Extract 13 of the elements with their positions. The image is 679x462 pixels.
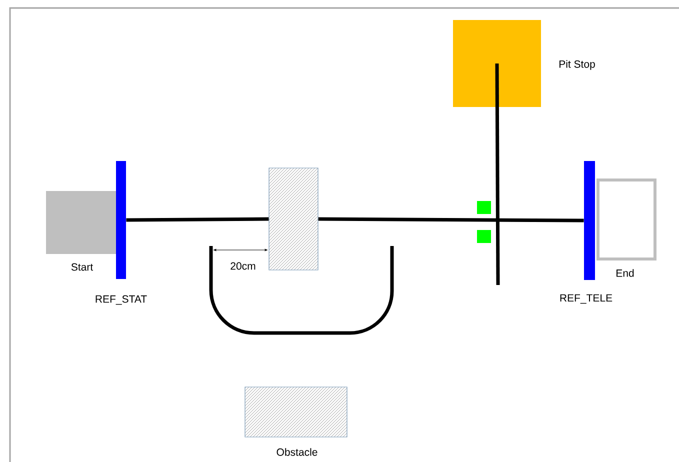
node-label: Start (71, 263, 94, 271)
hatched-block (268, 168, 318, 270)
node-label: End (616, 269, 634, 277)
marker-square (477, 201, 491, 214)
dimension-label: 20cm (230, 262, 256, 270)
node-label: REF_TELE (560, 294, 612, 304)
track-line (126, 217, 269, 222)
marker-square (477, 230, 491, 243)
node-label: Pit Stop (559, 60, 595, 70)
node-label: Obstacle (276, 448, 318, 456)
node-label: REF_STAT (96, 295, 147, 305)
track-line (495, 63, 500, 285)
track-line (318, 217, 584, 222)
